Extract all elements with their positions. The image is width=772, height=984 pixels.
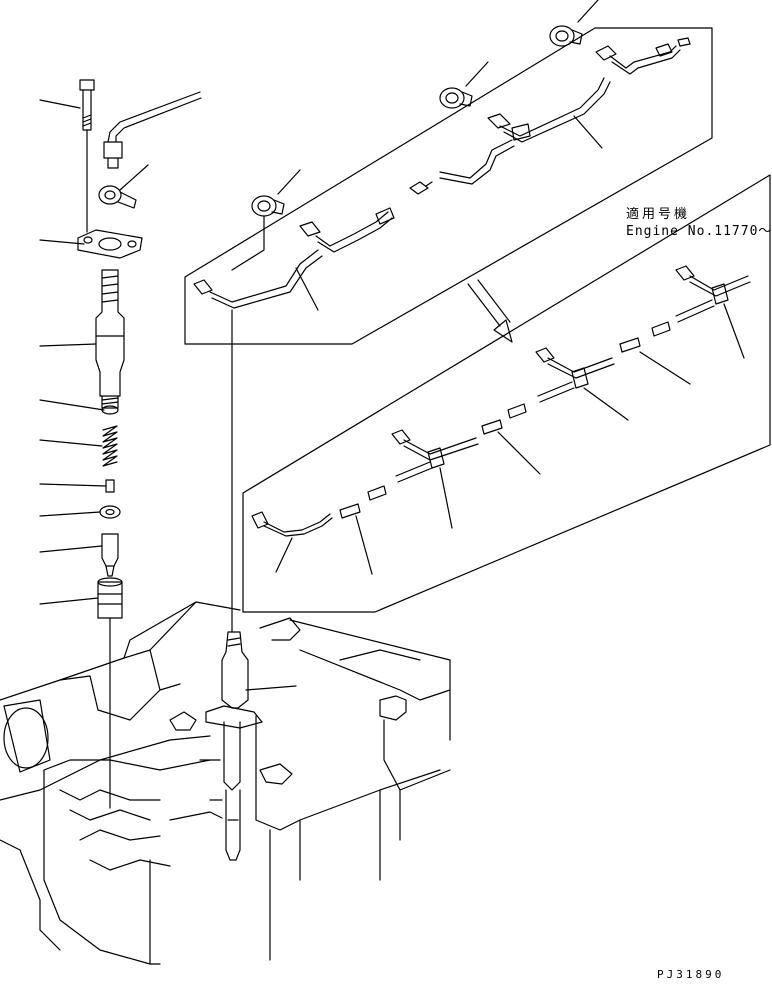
leader-lines-left (40, 100, 148, 604)
new-pipe-sleeves-1 (340, 486, 386, 574)
eye-joint-top (550, 0, 598, 46)
new-pipe-sleeves-2 (482, 404, 540, 474)
retaining-nut (98, 578, 122, 618)
new-pipe-segment-2 (536, 348, 628, 420)
push-rod (106, 480, 114, 492)
spacer (100, 506, 120, 518)
eye-joint-left (99, 186, 136, 208)
installed-injector (206, 632, 296, 860)
new-pipe-leftmost (252, 512, 332, 572)
applicability-note-engine-number: Engine No.11770～ (626, 224, 772, 239)
new-pipe-segment-3 (676, 266, 750, 358)
bolt (80, 80, 94, 130)
down-right-arrow (468, 280, 512, 342)
nozzle-holder (96, 270, 124, 408)
eye-joint-middle (440, 62, 488, 108)
drawing-code: PJ31890 (657, 968, 725, 981)
nozzle (102, 534, 118, 576)
new-pipe-callout-box (243, 175, 770, 612)
injection-pipe-1 (194, 208, 394, 310)
new-pipe-segment-1 (392, 430, 478, 528)
applicability-note-japanese: 適用号機 (626, 207, 691, 222)
injection-pipe-3 (488, 38, 690, 148)
spill-pipe (104, 92, 201, 168)
pipe-callout-box (185, 28, 712, 344)
cylinder-head (0, 602, 450, 964)
spring (103, 426, 117, 466)
new-pipe-sleeves-3 (620, 322, 690, 384)
nozzle-flange (78, 230, 142, 258)
eye-joint-left-box (232, 170, 300, 270)
injection-pipe-2 (410, 140, 514, 194)
